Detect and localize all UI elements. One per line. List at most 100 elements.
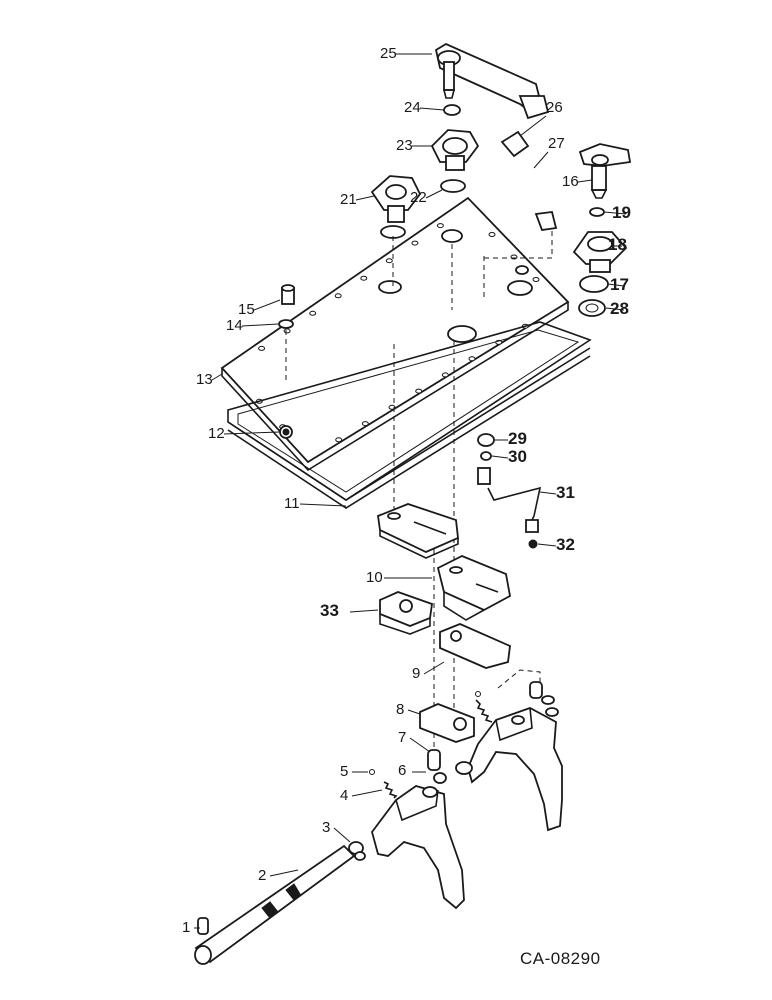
callout-number-31: 31 xyxy=(556,483,575,502)
callout-32: 32 xyxy=(537,535,575,554)
washer-30 xyxy=(480,451,492,461)
callout-number-25: 25 xyxy=(380,45,397,62)
callout-number-22: 22 xyxy=(410,189,427,206)
bolt-hole xyxy=(385,258,393,264)
callout-7: 7 xyxy=(398,729,431,753)
callout-number-9: 9 xyxy=(412,665,420,682)
bolt-hole xyxy=(468,356,476,362)
leader-line-7 xyxy=(409,737,431,753)
callout-number-30: 30 xyxy=(508,447,527,466)
leader-line-28 xyxy=(605,307,625,311)
seal-28 xyxy=(578,299,606,317)
leader-line-22 xyxy=(425,189,443,199)
leader-line-24 xyxy=(419,107,445,111)
callout-number-4: 4 xyxy=(340,787,348,804)
callout-2: 2 xyxy=(258,867,299,884)
leader-line-21 xyxy=(355,195,375,201)
seal-29 xyxy=(477,433,495,447)
leader-line-27 xyxy=(533,151,549,169)
tube-27 xyxy=(517,152,558,231)
callout-33: 33 xyxy=(320,601,379,620)
washer-3 xyxy=(348,841,366,861)
callout-15: 15 xyxy=(238,299,281,318)
housing-21 xyxy=(370,175,422,239)
callout-11: 11 xyxy=(284,495,347,512)
callout-29: 29 xyxy=(494,429,527,448)
callout-number-2: 2 xyxy=(258,867,266,884)
callout-10: 10 xyxy=(366,569,432,586)
leader-line-31 xyxy=(539,491,557,495)
leader-line-26 xyxy=(519,115,547,137)
callout-16: 16 xyxy=(562,173,593,190)
bolt-hole xyxy=(283,328,291,334)
washer-14 xyxy=(278,319,294,329)
bolt-hole xyxy=(488,232,496,237)
lever-16 xyxy=(578,143,632,199)
callout-19: 19 xyxy=(603,203,631,222)
elbow-26 xyxy=(500,130,530,158)
callout-number-26: 26 xyxy=(546,99,563,116)
pin-right xyxy=(529,681,543,699)
callout-number-19: 19 xyxy=(612,203,631,222)
callout-number-27: 27 xyxy=(548,135,565,152)
shift-lever-25 xyxy=(434,42,550,120)
callout-number-3: 3 xyxy=(322,819,330,836)
bolt-hole xyxy=(335,437,343,443)
callout-12: 12 xyxy=(208,425,281,442)
callout-number-8: 8 xyxy=(396,701,404,718)
nut-6 xyxy=(433,761,473,784)
cap-32 xyxy=(528,539,538,549)
housing-23 xyxy=(430,129,480,171)
callout-1: 1 xyxy=(182,919,200,936)
callout-27: 27 xyxy=(533,135,565,169)
leader-line-17 xyxy=(607,283,625,287)
callout-4: 4 xyxy=(340,787,383,804)
callout-number-28: 28 xyxy=(610,299,629,318)
housing-18 xyxy=(572,231,628,273)
callout-18: 18 xyxy=(608,235,627,254)
leader-line-32 xyxy=(537,543,557,547)
callout-number-5: 5 xyxy=(340,763,348,780)
bolt-hole xyxy=(258,345,266,351)
callout-number-6: 6 xyxy=(398,762,406,779)
bolt-hole xyxy=(361,421,369,427)
bolt-hole xyxy=(415,388,423,394)
shift-fork-left xyxy=(371,785,465,910)
gasket-12 xyxy=(227,321,592,501)
bolt-hole xyxy=(334,293,342,299)
bolt-hole xyxy=(532,277,540,282)
o-ring-17 xyxy=(579,275,609,293)
o-ring-22 xyxy=(440,179,466,193)
callout-13: 13 xyxy=(196,371,223,388)
callout-number-12: 12 xyxy=(208,425,225,442)
washer-19 xyxy=(589,207,605,217)
callout-number-29: 29 xyxy=(508,429,527,448)
leader-line-19 xyxy=(603,211,627,215)
callout-number-18: 18 xyxy=(608,235,627,254)
callout-30: 30 xyxy=(491,447,527,466)
callout-8: 8 xyxy=(396,701,421,718)
callout-24: 24 xyxy=(404,99,445,116)
plate-8 xyxy=(419,703,475,743)
callout-25: 25 xyxy=(380,45,432,62)
callout-22: 22 xyxy=(410,189,443,206)
interlock-plate-10a xyxy=(377,503,459,559)
leader-line-11 xyxy=(299,503,347,507)
callout-21: 21 xyxy=(340,191,375,208)
callout-number-17: 17 xyxy=(610,275,629,294)
callout-number-24: 24 xyxy=(404,99,421,116)
plate-9 xyxy=(439,623,511,669)
ball-5 xyxy=(369,769,375,775)
bolt-hole xyxy=(436,223,444,229)
callout-28: 28 xyxy=(605,299,629,318)
callout-9: 9 xyxy=(412,661,445,682)
plug-15 xyxy=(281,284,295,305)
leader-line-12 xyxy=(223,431,281,435)
leader-line-16 xyxy=(577,179,593,183)
callout-number-33: 33 xyxy=(320,601,339,620)
spring-4 xyxy=(383,781,398,799)
cover-plate-13 xyxy=(220,196,570,472)
bolt-hole xyxy=(441,372,449,378)
